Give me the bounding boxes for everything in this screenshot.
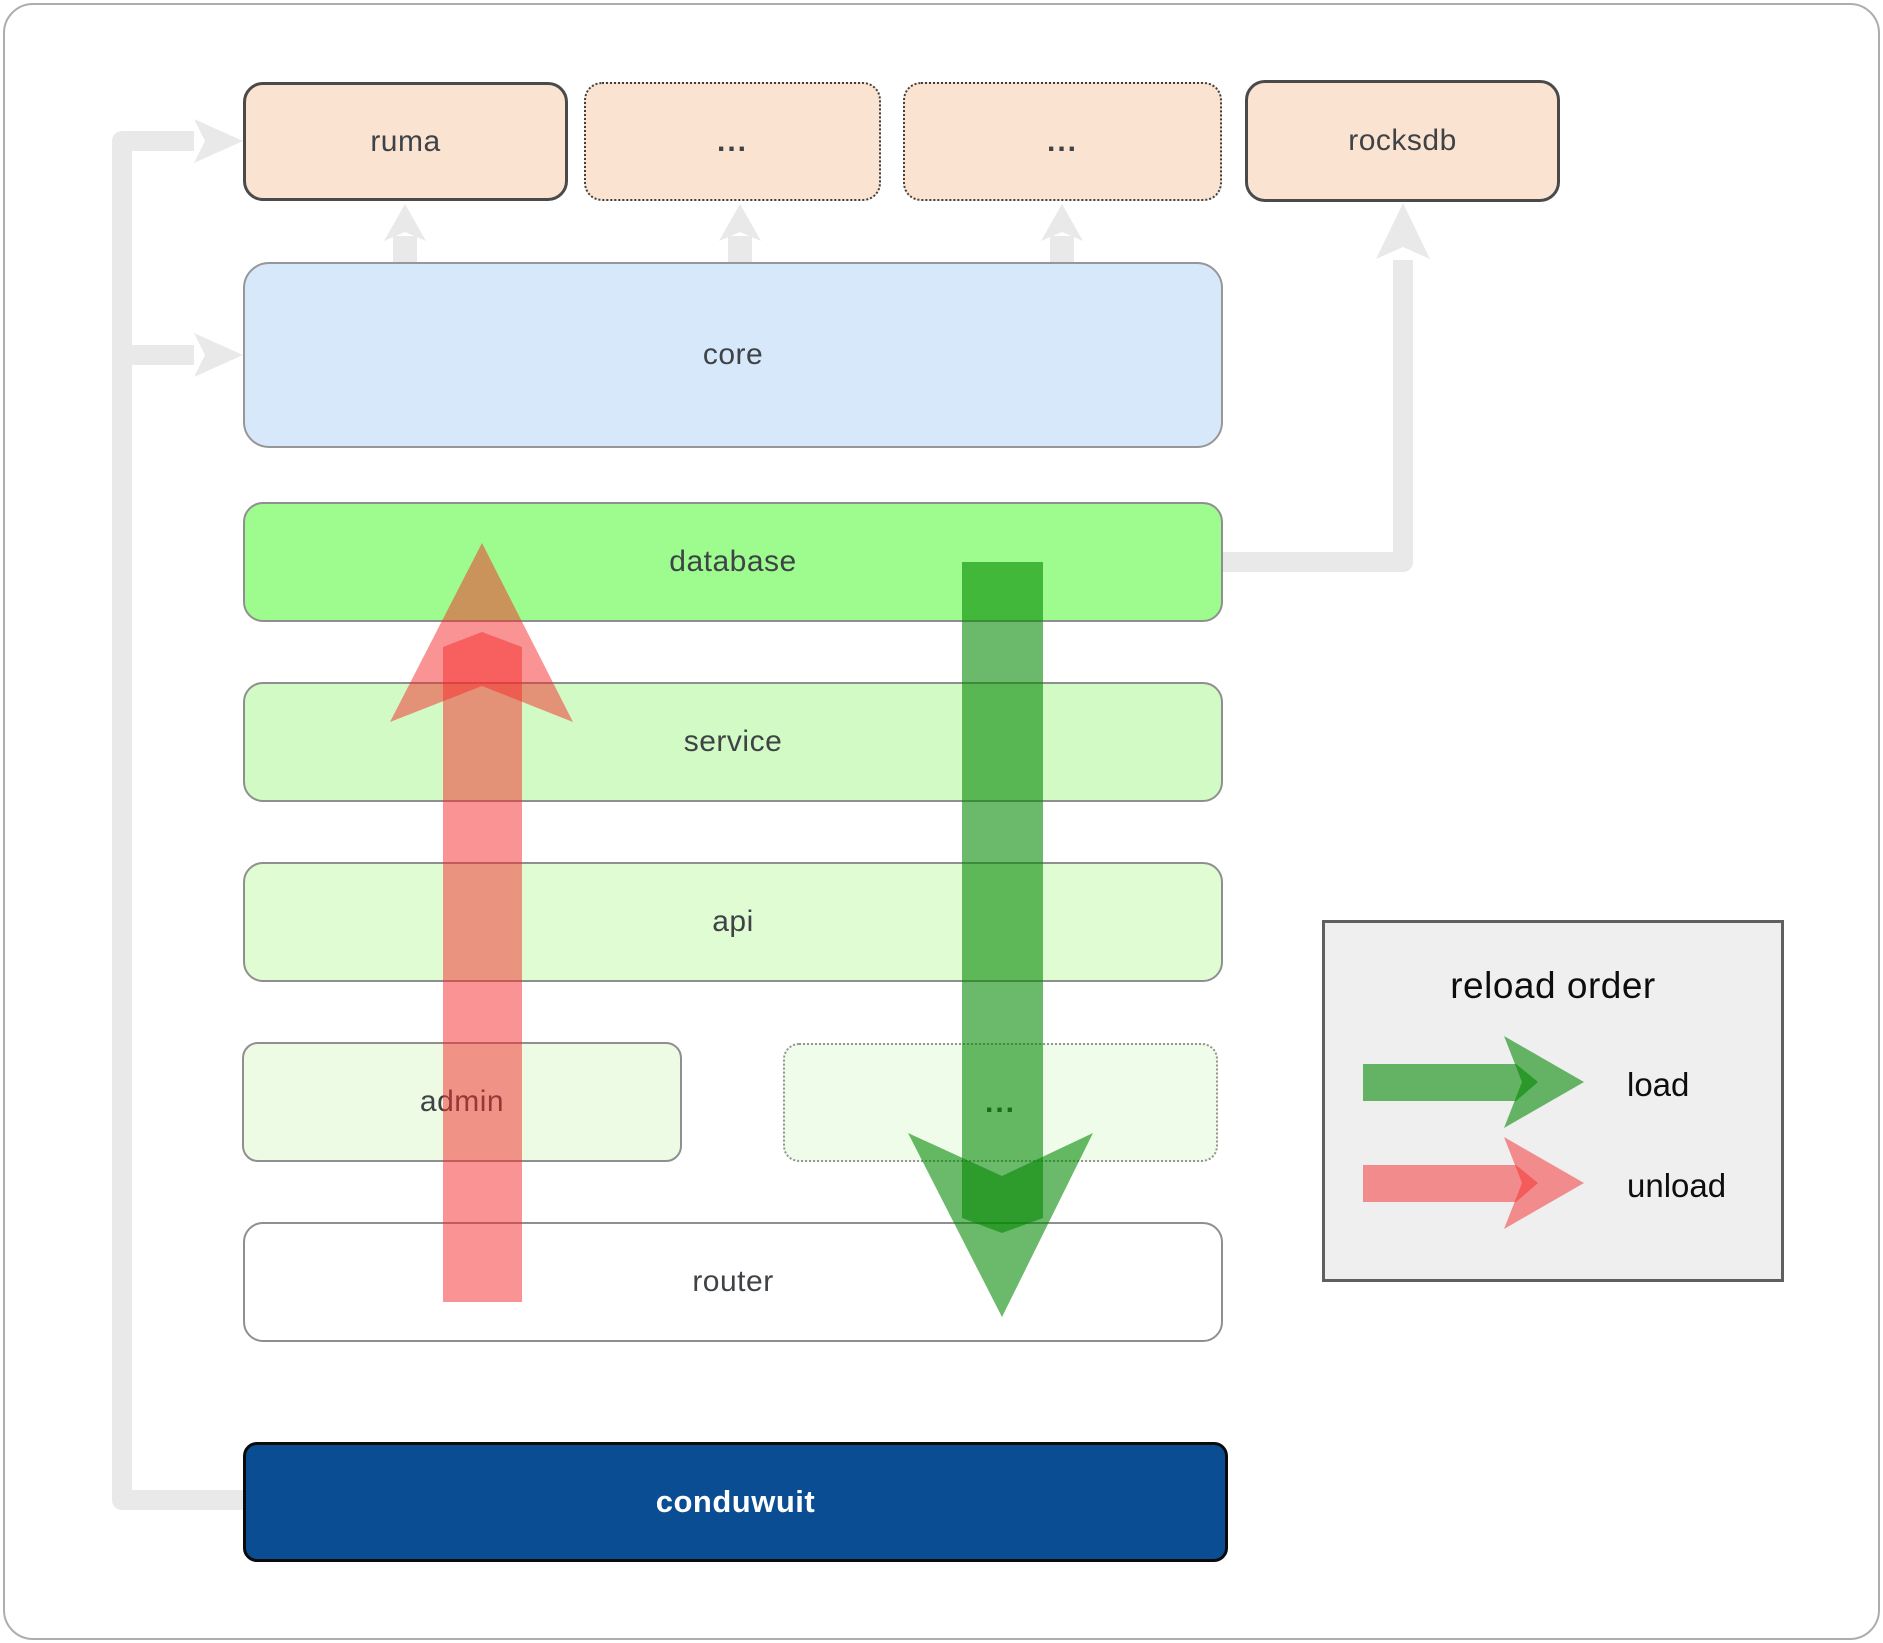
node-ellipsis-3-label: ... xyxy=(984,1085,1016,1119)
node-conduwuit: conduwuit xyxy=(243,1442,1228,1562)
node-admin-label: admin xyxy=(419,1085,505,1118)
legend-load-label: load xyxy=(1627,1066,1690,1103)
node-core-label: core xyxy=(702,338,764,371)
node-core: core xyxy=(243,262,1223,448)
core-up-arrow-shaft xyxy=(728,236,752,262)
node-rocksdb-label: rocksdb xyxy=(1348,124,1457,157)
core-up-arrow-shaft xyxy=(393,236,417,262)
node-api-label: api xyxy=(712,905,754,938)
node-ellipsis-3: ... xyxy=(783,1043,1218,1162)
node-router-label: router xyxy=(692,1265,774,1298)
node-database: database xyxy=(243,502,1223,622)
node-ellipsis-1: ... xyxy=(584,82,881,201)
node-database-label: database xyxy=(669,545,797,578)
node-ruma-label: ruma xyxy=(370,124,441,158)
node-ellipsis-1-label: ... xyxy=(716,124,748,158)
arrowhead-to-ruma xyxy=(194,119,243,163)
outer-border xyxy=(3,3,1880,1640)
core-up-arrow-head xyxy=(384,204,426,241)
node-ellipsis-2-label: ... xyxy=(1046,124,1078,158)
legend-reload-order: reload order load unload xyxy=(1322,920,1784,1282)
node-service: service xyxy=(243,682,1223,802)
node-rocksdb: rocksdb xyxy=(1245,80,1560,202)
database-rocksdb-rail xyxy=(1223,260,1413,572)
legend-title: reload order xyxy=(1450,965,1656,1006)
node-ellipsis-2: ... xyxy=(903,82,1222,201)
legend-unload-label: unload xyxy=(1627,1167,1727,1204)
node-api: api xyxy=(243,862,1223,982)
conduwuit-rail xyxy=(112,131,252,1510)
node-ruma: ruma xyxy=(243,82,568,201)
node-router: router xyxy=(243,1222,1223,1342)
node-service-label: service xyxy=(683,725,783,758)
node-admin: admin xyxy=(242,1042,682,1162)
node-conduwuit-label: conduwuit xyxy=(655,1484,816,1519)
core-up-arrow-head xyxy=(719,204,761,241)
arrowhead-to-core xyxy=(194,333,243,377)
core-up-arrow-shaft xyxy=(1050,236,1074,262)
arrowhead-to-rocksdb xyxy=(1376,203,1430,259)
core-up-arrow-head xyxy=(1041,204,1083,241)
